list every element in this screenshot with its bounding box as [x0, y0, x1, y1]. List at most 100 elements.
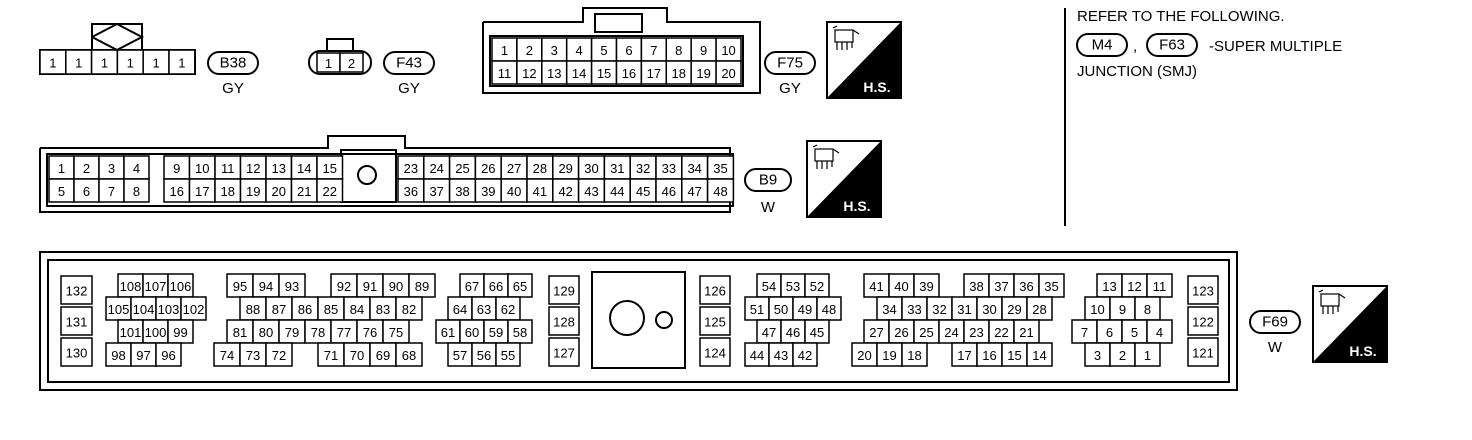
pin-number: 89: [415, 279, 429, 294]
pin-number: 10: [1090, 302, 1104, 317]
pin-cell: 1: [168, 49, 196, 75]
pin-number: 27: [869, 325, 883, 340]
pin-number: 80: [259, 325, 273, 340]
pin-number: 10: [721, 43, 735, 58]
pin-number: 28: [533, 161, 547, 176]
pin-cell: 104: [130, 296, 157, 321]
pin-cell: 47: [756, 319, 782, 344]
pin-number: 18: [672, 66, 686, 81]
pin-number: 24: [429, 161, 443, 176]
pin-number: 19: [882, 348, 896, 363]
pin-number: 56: [477, 348, 491, 363]
pin-cell: 85: [317, 296, 345, 321]
pin-cell: 4: [123, 155, 150, 180]
b38-id-label: B38: [220, 55, 247, 72]
pin-number: 7: [108, 184, 115, 199]
harness-side-icon: [832, 25, 860, 50]
pin-cell: 19: [239, 178, 267, 203]
pin-cell: 31: [951, 296, 978, 321]
pin-box: [155, 342, 182, 367]
pin-number: 26: [894, 325, 908, 340]
pin-number: 34: [687, 161, 701, 176]
pin-number: 107: [145, 279, 167, 294]
pin-number: 23: [969, 325, 983, 340]
pin-cell: 24: [938, 319, 965, 344]
pin-cell: 48: [706, 178, 735, 203]
pin-cell: 5: [1121, 319, 1148, 344]
pin-cell: 34: [681, 155, 709, 180]
pin-cell: 105: [105, 296, 132, 321]
pin-cell: 45: [629, 178, 657, 203]
pin-cell: 47: [681, 178, 709, 203]
pin-number: 16: [982, 348, 996, 363]
pin-number: 79: [285, 325, 299, 340]
pin-number: 60: [465, 325, 479, 340]
pin-number: 39: [481, 184, 495, 199]
pin-cell: 130: [60, 337, 93, 367]
pin-number: 125: [704, 315, 726, 330]
pin-cell: 16: [615, 60, 643, 85]
pin-number: 61: [441, 325, 455, 340]
pin-cell: 131: [60, 306, 93, 336]
pin-cell: 123: [1187, 275, 1219, 305]
pin-number: 63: [477, 302, 491, 317]
pin-cell: 1: [1134, 342, 1161, 367]
pin-cell: 93: [278, 273, 306, 298]
pin-number: 38: [455, 184, 469, 199]
f75-id-badge: F75: [764, 51, 816, 75]
hs-badge: H.S.: [806, 140, 882, 218]
pin-cell: 60: [459, 319, 485, 344]
pin-number: 3: [1094, 348, 1101, 363]
pin-number: 51: [750, 302, 764, 317]
pin-cell: 107: [142, 273, 169, 298]
pin-number: 4: [1156, 325, 1163, 340]
pin-cell: 43: [577, 178, 606, 203]
pin-cell: 9: [690, 37, 717, 62]
pin-cell: 52: [804, 273, 830, 298]
pin-number: 14: [572, 66, 586, 81]
pin-box: [548, 275, 580, 305]
pin-number: 36: [404, 184, 418, 199]
pin-number: 121: [1192, 346, 1214, 361]
pin-box: [706, 178, 735, 203]
pin-cell: 97: [130, 342, 157, 367]
pin-cell: 84: [343, 296, 371, 321]
pin-cell: 39: [913, 273, 940, 298]
pin-box: [316, 178, 344, 203]
pin-cell: 4: [565, 37, 593, 62]
pin-cell: 12: [239, 155, 267, 180]
pin-cell: 129: [548, 275, 580, 305]
pin-number: 46: [662, 184, 676, 199]
pin-number: 65: [513, 279, 527, 294]
pin-number: 38: [969, 279, 983, 294]
pin-number: 45: [636, 184, 650, 199]
pin-number: 70: [350, 348, 364, 363]
pin-number: 47: [762, 325, 776, 340]
pin-number: 29: [1007, 302, 1021, 317]
pin-number: 36: [1019, 279, 1033, 294]
pin-cell: 86: [291, 296, 319, 321]
pin-cell: 29: [552, 155, 580, 180]
pin-number: 100: [145, 325, 167, 340]
pin-cell: 14: [290, 155, 318, 180]
pin-box: [39, 49, 67, 75]
pin-box: [699, 337, 731, 367]
pin-number: 30: [982, 302, 996, 317]
pin-number: 5: [600, 43, 607, 58]
f43-id-badge: F43: [383, 51, 435, 75]
pin-cell: 103: [155, 296, 182, 321]
pin-cell: 128: [548, 306, 580, 336]
harness-side-icon: [812, 144, 840, 169]
pin-number: 19: [246, 184, 260, 199]
pin-number: 23: [404, 161, 418, 176]
pin-cell: 59: [483, 319, 509, 344]
pin-cell: 25: [448, 155, 477, 180]
pin-cell: 43: [768, 342, 794, 367]
pin-number: 1: [1144, 348, 1151, 363]
pin-number: 2: [83, 161, 90, 176]
pin-number: 81: [233, 325, 247, 340]
pin-number: 86: [298, 302, 312, 317]
pin-cell: 91: [356, 273, 384, 298]
pin-number: 72: [272, 348, 286, 363]
